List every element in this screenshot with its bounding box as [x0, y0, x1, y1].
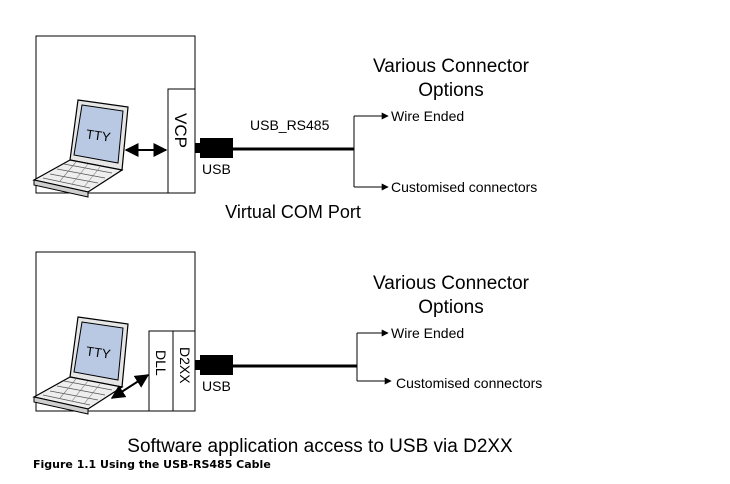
top-cable-label: USB_RS485 [250, 117, 330, 133]
top-option-customised: Customised connectors [391, 179, 537, 195]
bottom-options-title-line1: Various Connector [373, 273, 530, 294]
bottom-subtitle: Software application access to USB via D… [127, 436, 513, 457]
bottom-d2xx-label: D2XX [177, 347, 193, 384]
bottom-dll-label: DLL [153, 350, 169, 376]
bottom-option-wire-ended: Wire Ended [391, 325, 464, 341]
top-usb-plug [200, 138, 233, 158]
top-vcp-label: VCP [171, 113, 190, 148]
bottom-dll-box [148, 330, 174, 412]
top-laptop-screen-label: TTY [85, 126, 112, 144]
top-subtitle: Virtual COM Port [225, 202, 361, 222]
bottom-options-title-line2: Options [418, 297, 483, 318]
top-options-title-line2: Options [418, 80, 483, 101]
bottom-option-customised: Customised connectors [396, 375, 542, 391]
top-usb-plug-tip [195, 143, 201, 153]
top-usb-label: USB [202, 161, 231, 177]
top-vcp-box [167, 88, 196, 194]
bottom-laptop-screen-label: TTY [85, 343, 112, 361]
bottom-usb-label: USB [202, 378, 231, 394]
bottom-diagram: TTY DLL D2XX USB Wire Ended Customised c… [33, 251, 542, 457]
top-options-title-line1: Various Connector [373, 56, 530, 77]
bottom-usb-plug-tip [195, 360, 201, 370]
figure-caption: Figure 1.1 Using the USB-RS485 Cable [33, 458, 271, 471]
bottom-usb-plug [200, 355, 233, 375]
bottom-double-arrow-icon [110, 374, 150, 399]
top-laptop-icon [33, 99, 129, 198]
bottom-laptop-icon [33, 316, 129, 415]
top-diagram: TTY VCP USB USB_RS485 Wire Ended Customi… [33, 35, 537, 222]
top-option-wire-ended: Wire Ended [391, 108, 464, 124]
bottom-d2xx-box [172, 330, 196, 412]
